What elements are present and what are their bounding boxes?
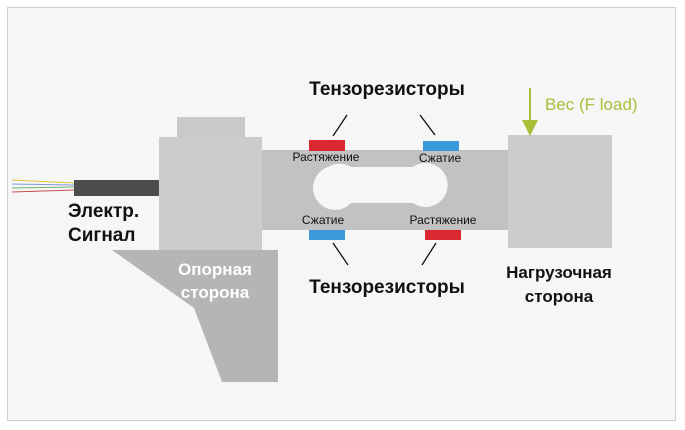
beam-body	[262, 150, 510, 230]
support-block	[159, 137, 262, 250]
load-block	[508, 135, 612, 248]
gauge-compression-top	[423, 141, 459, 151]
leader-line-bottom-left	[332, 242, 349, 266]
leader-line-top-right	[419, 114, 436, 136]
gauge-tension-top	[309, 140, 345, 151]
gauge-label-tension-top: Растяжение	[293, 150, 360, 164]
signal-cable	[74, 180, 160, 196]
gauge-label-compression-bottom: Сжатие	[302, 213, 345, 227]
weight-label: Вес (F load)	[545, 95, 638, 114]
leader-line-bottom-right	[421, 242, 437, 266]
gauge-label-compression-top: Сжатие	[419, 151, 462, 165]
strain-gauges-label-bottom: Тензорезисторы	[309, 277, 465, 298]
leader-line-top-left	[332, 114, 348, 137]
strain-gauges-label-top: Тензорезисторы	[309, 79, 465, 100]
support-side-label-line2: сторона	[181, 283, 250, 302]
cable-wires	[11, 179, 75, 193]
wire-red	[11, 189, 75, 193]
gauge-tension-bottom	[425, 230, 461, 240]
wire-yellow	[11, 179, 75, 184]
support-base	[112, 250, 278, 382]
gauge-label-tension-bottom: Растяжение	[410, 213, 477, 227]
load-side-label-line2: сторона	[525, 287, 594, 306]
weight-arrow-icon	[522, 88, 538, 136]
support-side-label-line1: Опорная	[178, 260, 252, 279]
load-side-label-line1: Нагрузочная	[506, 263, 612, 282]
mount-top	[177, 117, 245, 139]
wire-blue	[11, 183, 75, 186]
electrical-signal-label-line1: Электр.	[68, 201, 139, 222]
wire-green	[11, 186, 75, 189]
gauge-compression-bottom	[309, 230, 345, 240]
electrical-signal-label-line2: Сигнал	[68, 225, 135, 246]
